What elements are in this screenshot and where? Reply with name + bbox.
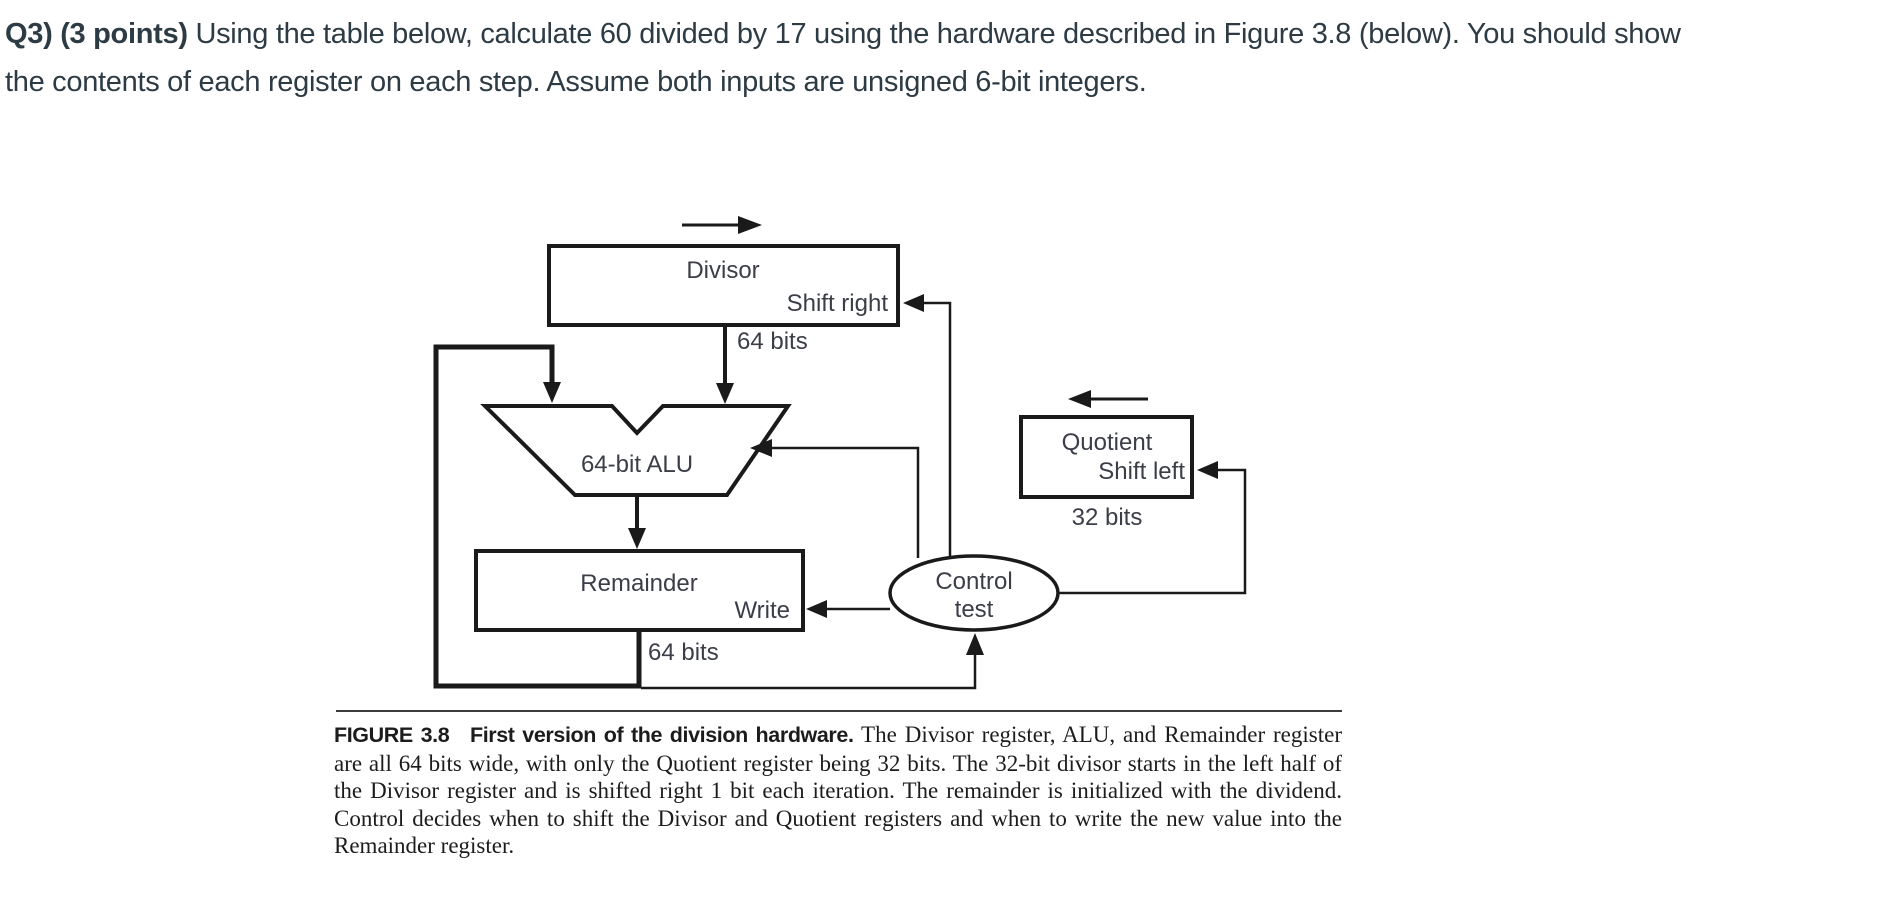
remainder-to-control-line [641, 642, 977, 690]
control-to-alu-line [758, 446, 920, 558]
divisor-register-label: Divisor [686, 257, 759, 284]
control-to-quotient-line [1058, 468, 1247, 595]
divisor-shift-right-label: Shift right [787, 290, 889, 317]
control-to-quotient-arrowhead [1197, 461, 1218, 479]
figure-caption-body: The Divisor register, ALU, and Remainder… [334, 722, 1342, 858]
quotient-register-box [1019, 415, 1194, 499]
alu-to-remainder-arrowhead [628, 528, 646, 549]
remainder-to-control-arrowhead [966, 633, 984, 655]
control-test-ellipse [888, 554, 1060, 632]
control-to-divisor-line [910, 301, 952, 560]
question-line-1: Q3) (3 points) Using the table below, ca… [5, 10, 1901, 58]
control-to-remainder-arrowhead [806, 600, 827, 618]
shift-left-arrowhead [1068, 390, 1091, 408]
remainder-width-label: 64 bits [648, 639, 719, 666]
feedback-to-alu-arrowhead [543, 382, 561, 403]
remainder-feedback-loop-line [433, 344, 642, 689]
quotient-shift-left-label: Shift left [1098, 458, 1185, 485]
question-line-1-rest: Using the table below, calculate 60 divi… [187, 18, 1681, 50]
control-test-label-line1: Control [935, 568, 1012, 595]
remainder-register-label: Remainder [580, 570, 697, 597]
control-to-divisor-arrowhead [903, 294, 924, 312]
question-text: Q3) (3 points) Using the table below, ca… [5, 10, 1901, 106]
control-to-alu-arrowhead [750, 439, 772, 457]
alu-label: 64-bit ALU [581, 451, 693, 478]
figure-caption: FIGURE 3.8 First version of the division… [334, 721, 1342, 860]
question-number: Q3) (3 points) [5, 18, 188, 50]
divisor-to-alu-arrowhead [716, 383, 734, 404]
divisor-register-box [547, 244, 900, 327]
figure-caption-lead: FIGURE 3.8 First version of the division… [334, 723, 854, 747]
control-test-label-line2: test [955, 596, 994, 623]
quotient-width-label: 32 bits [1072, 504, 1143, 531]
remainder-write-label: Write [734, 597, 790, 624]
question-line-2: the contents of each register on each st… [5, 66, 1147, 98]
shift-right-arrowhead [738, 216, 762, 234]
remainder-register-box [474, 549, 805, 632]
divisor-width-label: 64 bits [737, 328, 808, 355]
quotient-register-label: Quotient [1062, 429, 1153, 456]
alu-shape [480, 404, 792, 497]
